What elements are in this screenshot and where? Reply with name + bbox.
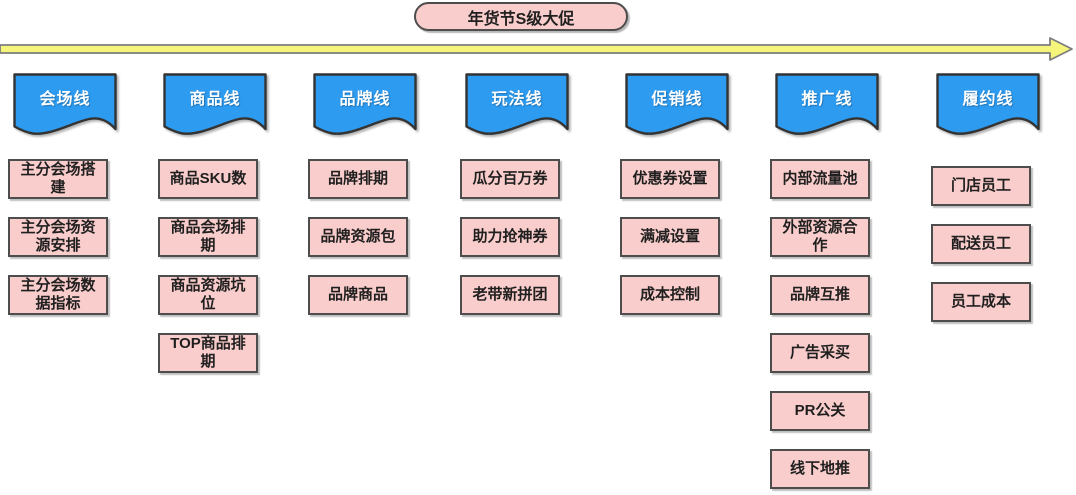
event-title: 年货节S级大促: [467, 10, 575, 28]
task-box: 外部资源合 作: [770, 217, 870, 257]
task-box: 品牌资源包: [308, 217, 408, 257]
task-box: 满减设置: [620, 217, 720, 257]
task-box: 门店员工: [931, 166, 1031, 206]
column-header-flag: 玩法线: [465, 73, 569, 137]
flag-banner-icon: [936, 73, 1040, 135]
column-header-flag: 履约线: [936, 73, 1040, 137]
task-box: 内部流量池: [770, 159, 870, 199]
column-header-label: 履约线: [962, 90, 1014, 108]
task-box: 瓜分百万券: [460, 159, 560, 199]
column-header-flag: 品牌线: [313, 73, 417, 137]
column-2: 商品线商品SKU数商品会场排 期商品资源坑 位 TOP商品排 期: [158, 73, 267, 493]
task-box: 优惠券设置: [620, 159, 720, 199]
flag-banner-icon: [13, 73, 117, 135]
column-6: 推广线内部流量池外部资源合 作品牌互推广告采买 PR公关线下地推: [770, 73, 879, 493]
flag-banner-icon: [775, 73, 879, 135]
column-header-flag: 会场线: [13, 73, 117, 137]
task-box: 品牌商品: [308, 275, 408, 315]
column-header-label: 推广线: [801, 90, 853, 108]
column-4: 玩法线瓜分百万券助力抢神券老带新拼团: [460, 73, 569, 493]
task-box: PR公关: [770, 391, 870, 431]
task-box: 主分会场资 源安排: [8, 217, 108, 257]
column-1: 会场线主分会场搭 建主分会场资 源安排主分会场数 据指标: [8, 73, 117, 493]
column-header-flag: 商品线: [163, 73, 267, 137]
flag-banner-icon: [313, 73, 417, 135]
event-title-bubble: 年货节S级大促: [414, 2, 628, 31]
column-header-label: 促销线: [651, 90, 703, 108]
flag-banner-icon: [465, 73, 569, 135]
column-7: 履约线门店员工配送员工员工成本: [931, 73, 1040, 493]
task-box: 主分会场数 据指标: [8, 275, 108, 315]
task-box: 商品资源坑 位: [158, 275, 258, 315]
column-header-label: 玩法线: [491, 90, 543, 108]
column-5: 促销线优惠券设置满减设置成本控制: [620, 73, 729, 493]
task-box: 成本控制: [620, 275, 720, 315]
flag-banner-icon: [163, 73, 267, 135]
column-header-label: 品牌线: [339, 90, 391, 108]
task-box: 助力抢神券: [460, 217, 560, 257]
column-header-flag: 推广线: [775, 73, 879, 137]
task-box: 商品SKU数: [158, 159, 258, 199]
timeline-arrow-icon: [0, 37, 1073, 61]
task-box: 主分会场搭 建: [8, 159, 108, 199]
task-box: 品牌互推: [770, 275, 870, 315]
task-box: 品牌排期: [308, 159, 408, 199]
flag-banner-icon: [625, 73, 729, 135]
column-header-label: 商品线: [189, 90, 241, 108]
column-3: 品牌线品牌排期品牌资源包品牌商品: [308, 73, 417, 493]
column-header-label: 会场线: [39, 90, 91, 108]
task-box: 员工成本: [931, 282, 1031, 322]
task-box: 老带新拼团: [460, 275, 560, 315]
task-box: 广告采买: [770, 333, 870, 373]
task-box: 商品会场排 期: [158, 217, 258, 257]
column-header-flag: 促销线: [625, 73, 729, 137]
task-box: 线下地推: [770, 449, 870, 489]
task-box: TOP商品排 期: [158, 333, 258, 373]
task-box: 配送员工: [931, 224, 1031, 264]
